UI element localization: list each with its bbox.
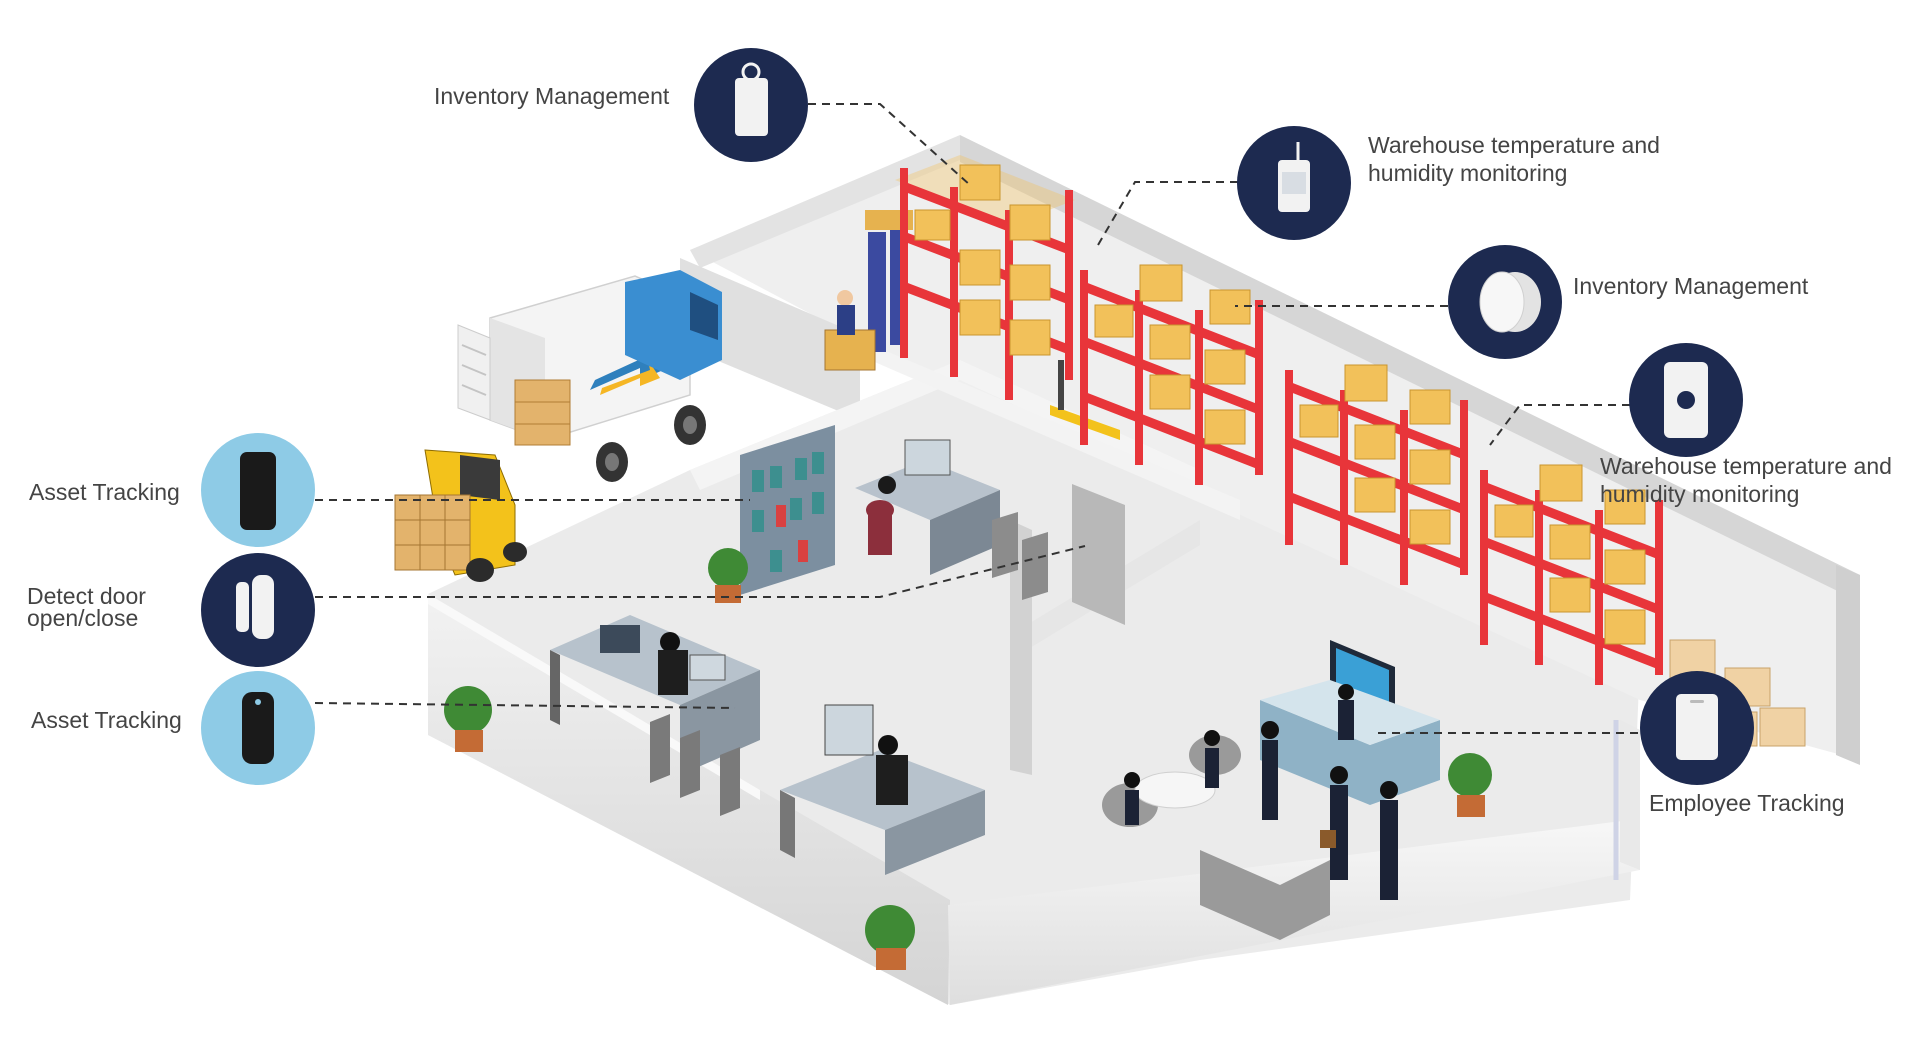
callout-inventory-right xyxy=(1448,245,1562,359)
office-area xyxy=(550,425,1048,875)
badge-card-icon xyxy=(1676,694,1718,760)
lobby-area xyxy=(1102,640,1440,940)
black-tag-icon xyxy=(242,692,274,764)
label-inventory-management-right: Inventory Management xyxy=(1573,273,1809,299)
label-asset-tracking-1: Asset Tracking xyxy=(29,479,180,505)
label-warehouse-temp-1-line2: humidity monitoring xyxy=(1368,160,1568,186)
callout-warehouse-temp-2 xyxy=(1629,343,1743,457)
warehouse-shelves xyxy=(895,155,1806,747)
door-sensor-icon xyxy=(236,575,274,639)
callout-asset-tracking-1 xyxy=(201,433,315,547)
forklift-left xyxy=(394,449,527,582)
label-asset-tracking-2: Asset Tracking xyxy=(31,707,182,733)
puck-sensor-icon xyxy=(1479,271,1541,333)
label-detect-door-line2: open/close xyxy=(27,605,139,631)
callout-detect-door xyxy=(201,553,315,667)
label-detect-door-line1: Detect door xyxy=(27,583,146,609)
callout-warehouse-temp-1 xyxy=(1237,126,1351,240)
plants xyxy=(444,548,1492,970)
label-detect-door: Detect door open/close xyxy=(27,583,146,631)
back-walls xyxy=(680,135,1860,765)
callout-employee-tracking xyxy=(1640,671,1754,785)
black-tracker-icon xyxy=(240,452,276,530)
tag-device-icon xyxy=(735,62,768,136)
connector-detect-door xyxy=(315,545,1086,598)
label-employee-tracking: Employee Tracking xyxy=(1649,790,1845,816)
thermo-hygrometer-icon xyxy=(1278,142,1310,212)
connector-inventory-top xyxy=(808,103,971,186)
connector-asset-tracking-2 xyxy=(314,702,736,709)
label-inventory-management-top: Inventory Management xyxy=(434,83,670,109)
callout-inventory-top xyxy=(694,48,808,162)
connector-warehouse-temp-1 xyxy=(1097,181,1238,246)
label-warehouse-temp-1-line1: Warehouse temperature and xyxy=(1368,132,1660,158)
label-warehouse-temp-1: Warehouse temperature and humidity monit… xyxy=(1368,131,1660,187)
label-warehouse-temp-2-line1: Warehouse temperature and xyxy=(1600,453,1892,479)
delivery-truck xyxy=(457,270,722,482)
connector-warehouse-temp-2 xyxy=(1489,404,1630,446)
callout-asset-tracking-2 xyxy=(201,671,315,785)
connector-lines xyxy=(314,103,1640,734)
label-warehouse-temp-2: Warehouse temperature and humidity monit… xyxy=(1600,452,1892,508)
label-warehouse-temp-2-line2: humidity monitoring xyxy=(1600,481,1800,507)
sensor-box-icon xyxy=(1664,362,1708,438)
